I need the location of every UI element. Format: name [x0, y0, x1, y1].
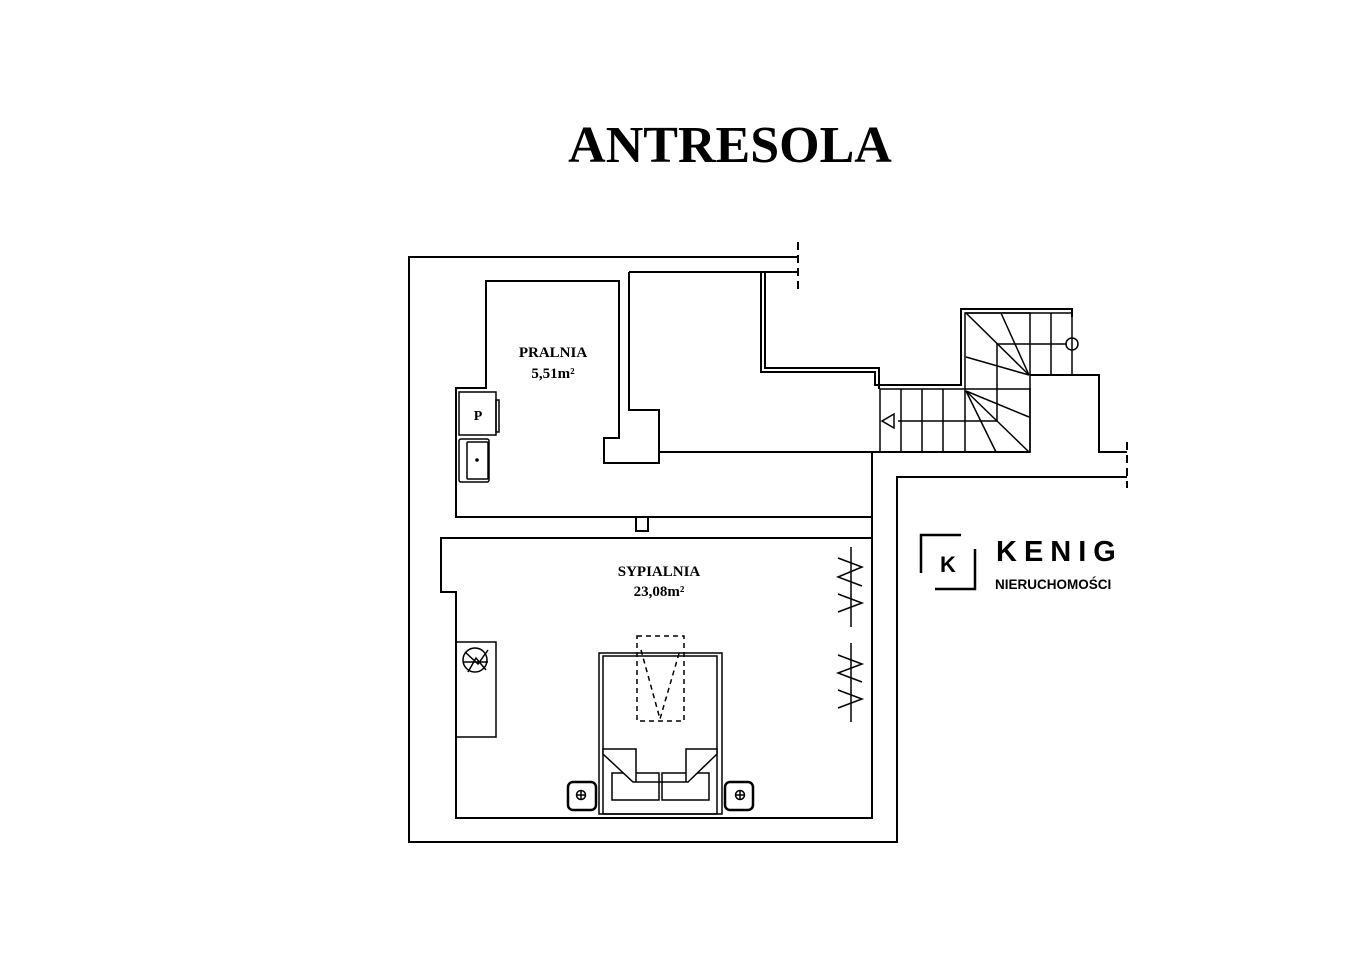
nightstand-left	[566, 780, 598, 812]
outer-walls	[408, 242, 1128, 843]
kenig-logo: K KENIG NIERUCHOMOŚCI	[919, 533, 1123, 592]
wardrobe-icon	[835, 547, 865, 722]
bed-icon	[598, 635, 723, 815]
staircase	[879, 312, 1079, 453]
stair-direction-arrow-icon	[880, 412, 895, 430]
logo-mark: K	[940, 552, 956, 577]
skylight-outline	[636, 635, 685, 722]
room-area-pralnia: 5,51m²	[531, 366, 575, 382]
desk-with-plant	[455, 641, 497, 738]
laundry-fixtures: P	[458, 391, 500, 483]
room-name-sypialnia: SYPIALNIA	[618, 564, 701, 580]
washer-label: P	[474, 409, 483, 424]
plan-title: ANTRESOLA	[568, 117, 892, 174]
newel-post-icon	[1065, 337, 1079, 351]
lamp-icon	[575, 789, 587, 801]
room-area-sypialnia: 23,08m²	[634, 584, 685, 600]
lamp-icon	[734, 789, 746, 801]
plant-icon	[462, 647, 489, 673]
nightstand-right	[723, 780, 755, 812]
sink-icon	[458, 438, 490, 483]
logo-subtitle: NIERUCHOMOŚCI	[995, 577, 1111, 592]
bedroom-walls	[440, 517, 873, 819]
room-name-pralnia: PRALNIA	[519, 345, 588, 361]
logo-brand: KENIG	[996, 536, 1123, 568]
